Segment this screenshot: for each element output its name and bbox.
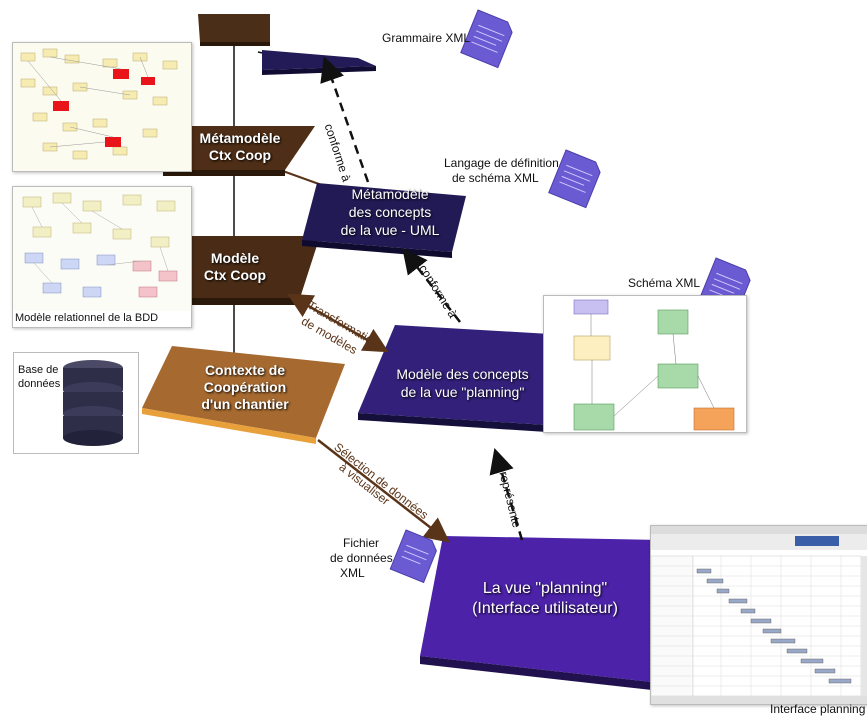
text-contexte-2: Coopération	[203, 379, 287, 395]
text-metamodele-ctx-2: Ctx Coop	[208, 147, 272, 163]
text-contexte-3: d'un chantier	[201, 396, 289, 412]
thumb-interface-planning	[650, 525, 867, 705]
text-contexte-1: Contexte de	[204, 362, 286, 378]
plate-planning	[358, 325, 550, 432]
label-fichier-line1: Fichier	[343, 536, 380, 550]
thumb-relational-graphic	[13, 187, 191, 311]
label-fichier-line2: de données	[330, 551, 393, 565]
thumb-metamodel-diagram	[12, 42, 192, 172]
label-modele-relationnel: Modèle relationnel de la BDD	[15, 312, 159, 324]
arrow-selection	[317, 439, 450, 543]
arrow-transformation	[287, 293, 389, 353]
label-grammaire-xml: Grammaire XML	[382, 31, 471, 45]
text-modele-ctx-1: Modèle	[210, 250, 260, 266]
label-schema-xml: Schéma XML	[628, 276, 701, 290]
plate-metamodele-ctx	[163, 126, 315, 176]
thumb-relational-model: Modèle relationnel de la BDD	[12, 186, 192, 328]
text-planning-1: Modèle des concepts	[396, 366, 529, 382]
label-interface-planning: Interface planning	[770, 702, 866, 716]
database-icon	[63, 360, 123, 446]
doc-grammaire	[460, 9, 513, 69]
text-meta-uml-2: des concepts	[348, 204, 432, 220]
arrow-conforme-1	[320, 56, 370, 183]
text-meta-uml-3: de la vue - UML	[340, 222, 440, 238]
doc-langage	[548, 149, 601, 209]
thumb-uml-schema	[543, 295, 747, 433]
text-meta-uml-1: Métamodèle	[351, 186, 429, 202]
text-vue-2: (Interface utilisateur)	[472, 600, 618, 617]
top-brown-plate	[198, 14, 270, 46]
label-base-line1: Base de	[18, 364, 59, 376]
text-metamodele-ctx-1: Métamodèle	[199, 130, 281, 146]
label-langage-line1: Langage de définition	[444, 156, 559, 170]
text-planning-2: de la vue "planning"	[400, 384, 525, 400]
label-base-line2: données	[18, 378, 61, 390]
uml-schema-graphic	[544, 296, 746, 432]
label-langage-line2: de schéma XML	[452, 171, 539, 185]
arrow-conforme-2	[402, 248, 461, 323]
label-fichier-line3: XML	[340, 566, 365, 580]
text-modele-ctx-2: Ctx Coop	[203, 267, 267, 283]
database-box: Base de données	[13, 352, 139, 454]
plate-contexte	[142, 346, 345, 444]
plate-vue	[420, 536, 662, 690]
text-vue-1: La vue "planning"	[482, 580, 608, 597]
top-navy-plate	[262, 50, 376, 75]
planning-screenshot-graphic	[651, 526, 867, 704]
doc-fichier	[389, 529, 437, 584]
thumb-metamodel-graphic	[13, 43, 191, 171]
